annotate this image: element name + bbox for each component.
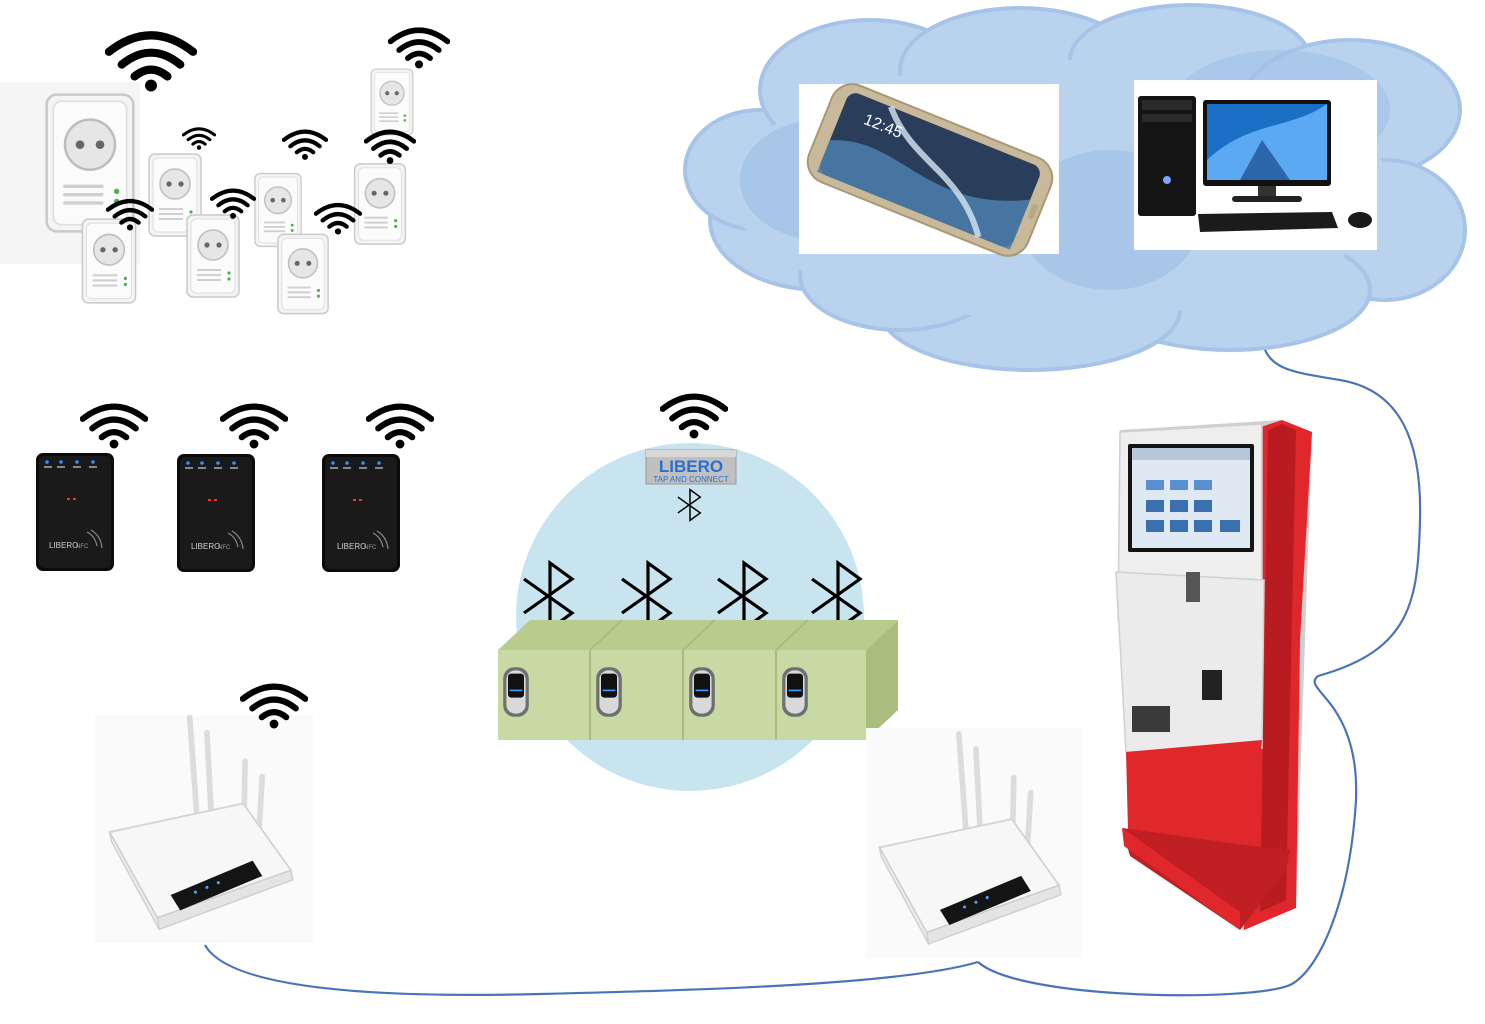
nfc-reader-brand: LIBERO [191, 542, 220, 551]
nfc-reader-3: LIBERO NFC [321, 453, 401, 573]
bluetooth-module-rack [498, 619, 898, 740]
desktop-computer-icon [1138, 96, 1372, 232]
nfc-reader-suffix: NFC [364, 545, 377, 551]
smart-plug-icon [81, 218, 137, 304]
desktop-panel [1134, 80, 1377, 250]
wifi-icon [369, 407, 432, 449]
kiosk-icon [1115, 420, 1312, 930]
nfc-reader-brand: LIBERO [49, 541, 78, 550]
nfc-reader-icon [321, 453, 401, 573]
smartphone-panel: 12:45 [799, 83, 1059, 257]
nfc-reader-group: LIBERO NFC LIBERO NFC LIBERO NFC [35, 407, 432, 573]
libero-gateway: LIBERO TAP AND CONNECT [645, 449, 737, 485]
router-left [95, 687, 313, 943]
connector-router-router [204, 944, 979, 997]
connector-cloud-kiosk [977, 339, 1422, 997]
libero-tagline-text: TAP AND CONNECT [653, 475, 728, 484]
wifi-icon [182, 127, 216, 151]
nfc-reader-1: LIBERO NFC [35, 452, 115, 572]
wifi-icon [663, 397, 726, 439]
bluetooth-module-icon [689, 667, 715, 717]
smartphone-icon: 12:45 [806, 83, 1054, 257]
bluetooth-module-icon [503, 667, 529, 717]
smart-plug-icon [353, 163, 407, 245]
libero-logo-text: LIBERO [659, 457, 723, 476]
router-right [866, 728, 1082, 958]
smart-plug-group [0, 30, 448, 315]
wifi-icon [366, 132, 414, 164]
wifi-icon [83, 407, 146, 449]
nfc-reader-icon [35, 452, 115, 572]
smart-plug-icon [277, 233, 329, 315]
nfc-reader-suffix: NFC [76, 544, 89, 550]
nfc-reader-icon [176, 453, 256, 573]
wifi-icon [223, 407, 286, 449]
bluetooth-hub: LIBERO TAP AND CONNECT [498, 397, 898, 791]
wifi-icon [284, 132, 326, 160]
nfc-reader-brand: LIBERO [337, 542, 366, 551]
smart-plug-icon [370, 68, 414, 136]
wifi-icon [316, 205, 360, 235]
bluetooth-module-icon [782, 667, 808, 717]
nfc-reader-2: LIBERO NFC [176, 453, 256, 573]
wifi-icon [390, 30, 447, 68]
nfc-reader-suffix: NFC [218, 545, 231, 551]
smart-plug-icon [186, 214, 240, 298]
bluetooth-module-icon [596, 667, 622, 717]
